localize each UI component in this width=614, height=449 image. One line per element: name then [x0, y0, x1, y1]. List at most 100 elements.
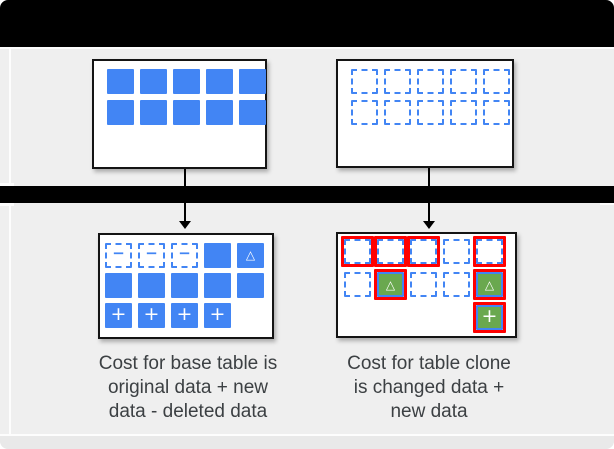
dashed-minus-square: − [138, 242, 165, 268]
solid-cell [234, 270, 267, 300]
solid-cell [201, 270, 234, 300]
minus-icon: − [145, 244, 158, 262]
solid-cell [104, 97, 137, 128]
red-change-outline: △ [473, 269, 506, 300]
dashed-cell [381, 66, 414, 97]
solid-square [105, 272, 132, 298]
dashed-red-square [344, 239, 371, 264]
plus-icon: + [143, 302, 160, 325]
panel-left-border-line-upper [9, 49, 11, 183]
dashed-red-cell [473, 235, 506, 268]
dashed-cell [440, 235, 473, 268]
solid-plus-square: + [204, 302, 231, 328]
red-change-outline [341, 236, 374, 267]
empty-cell [407, 301, 440, 334]
solid-plus-square: + [105, 302, 132, 328]
plus-icon: + [481, 305, 498, 327]
red-change-outline: + [473, 302, 506, 333]
triangle-icon: △ [245, 248, 256, 262]
caption-line: Cost for table clone [347, 353, 511, 374]
panel-edge-stub-left-lower [0, 203, 14, 206]
caption-line: original data + new [107, 377, 269, 398]
empty-cell [440, 301, 473, 334]
solid-square [206, 100, 233, 125]
minus-icon: − [178, 244, 191, 262]
red-change-outline [473, 236, 506, 267]
dashed-cell [341, 268, 374, 301]
solid-square [140, 69, 167, 94]
minus-icon: − [112, 244, 125, 262]
top-black-bar [0, 0, 614, 47]
solid-square [107, 69, 134, 94]
dashed-square [443, 239, 470, 264]
panel-left-border-line-lower [9, 206, 11, 434]
solid-square [204, 272, 231, 298]
solid-plus-square: + [138, 302, 165, 328]
red-change-outline [407, 236, 440, 267]
solid-cell [236, 66, 269, 97]
arrow-base-head-icon [179, 221, 191, 229]
plus-icon: + [209, 302, 226, 325]
solid-square [237, 272, 264, 298]
solid-cell [170, 97, 203, 128]
panel-top-border-line [0, 47, 614, 49]
base-table-original-box [92, 59, 267, 169]
base-table-caption: Cost for base table is original data + ne… [84, 352, 292, 424]
dashed-cell [440, 268, 473, 301]
green-triangle-red-cell: △ [374, 268, 407, 301]
solid-plus-cell: + [201, 300, 234, 330]
dashed-cell [447, 97, 480, 128]
dashed-cell [348, 66, 381, 97]
dashed-cell [381, 97, 414, 128]
base-table-modified-grid: − − − △ + + + + [100, 235, 272, 330]
dashed-red-cell [374, 235, 407, 268]
solid-square [138, 272, 165, 298]
red-change-outline [374, 236, 407, 267]
solid-square [239, 69, 266, 94]
table-clone-modified-box: △ △ + [336, 232, 517, 338]
panel-bottom-border-line [0, 434, 614, 436]
dashed-square [384, 69, 411, 94]
dashed-cell [480, 66, 513, 97]
dashed-cell [407, 268, 440, 301]
solid-cell [170, 66, 203, 97]
empty-cell [341, 301, 374, 334]
dashed-cell [480, 97, 513, 128]
arrow-clone-head-icon [423, 221, 435, 229]
solid-triangle-cell: △ [234, 240, 267, 270]
table-clone-original-box [336, 59, 514, 168]
dashed-red-cell [341, 235, 374, 268]
divider-black-bar [0, 186, 614, 203]
solid-square [204, 242, 231, 268]
solid-plus-cell: + [168, 300, 201, 330]
dashed-minus-cell: − [102, 240, 135, 270]
green-plus-red-square: + [476, 305, 503, 330]
solid-cell [137, 97, 170, 128]
table-clone-original-grid [338, 61, 512, 128]
dashed-square [483, 100, 510, 125]
base-table-modified-box: − − − △ + + + + [98, 233, 274, 339]
dashed-square [344, 272, 371, 297]
dashed-cell [414, 66, 447, 97]
bottom-margin-strip [0, 436, 614, 449]
caption-line: Cost for base table is [98, 353, 278, 374]
dashed-square [450, 69, 477, 94]
dashed-red-square [476, 239, 503, 264]
solid-square [206, 69, 233, 94]
green-triangle-red-square: △ [377, 272, 404, 297]
dashed-red-square [410, 239, 437, 264]
table-clone-modified-grid: △ △ + [338, 234, 515, 334]
dashed-minus-cell: − [135, 240, 168, 270]
triangle-icon: △ [484, 277, 495, 292]
solid-cell [203, 66, 236, 97]
solid-plus-cell: + [135, 300, 168, 330]
dashed-minus-square: − [105, 242, 132, 268]
solid-cell [168, 270, 201, 300]
solid-cell [201, 240, 234, 270]
solid-square [140, 100, 167, 125]
dashed-square [443, 272, 470, 297]
empty-cell [234, 300, 267, 330]
solid-cell [203, 97, 236, 128]
